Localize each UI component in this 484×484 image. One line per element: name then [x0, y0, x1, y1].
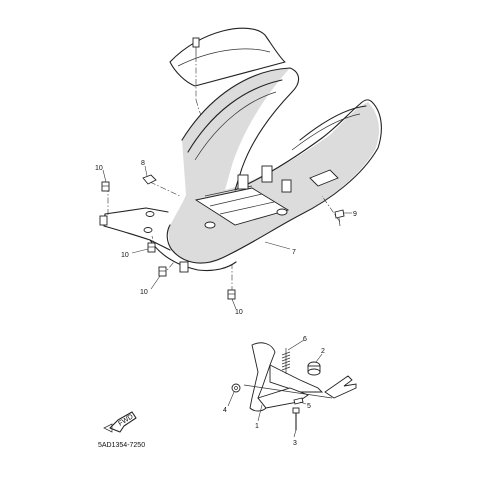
- callout-5: 5: [307, 403, 311, 410]
- stopper-2: [307, 361, 321, 376]
- leg-shield-panel: [143, 67, 382, 264]
- callout-10a: 10: [95, 165, 103, 172]
- shaft-bolt-3: [292, 407, 300, 431]
- callout-4: 4: [223, 407, 227, 414]
- washer-4: [231, 383, 241, 393]
- clip-nut-10d: [227, 289, 236, 300]
- panel-left-flange: [99, 207, 237, 273]
- callout-8: 8: [141, 160, 145, 167]
- diagram-code: 5AD1354-7250: [98, 442, 145, 449]
- callout-10c: 10: [140, 289, 148, 296]
- callout-1: 1: [255, 423, 259, 430]
- callout-2: 2: [321, 348, 325, 355]
- return-spring-6: [281, 348, 291, 374]
- bolt-9: [334, 209, 345, 227]
- callout-10b: 10: [121, 252, 129, 259]
- seat-outline: [169, 27, 286, 87]
- leader-lines: [102, 165, 352, 438]
- callout-7: 7: [292, 249, 296, 256]
- fwd-arrow-icon: FWD: [103, 411, 137, 433]
- clip-nut-10b: [147, 242, 156, 253]
- center-stand-assembly: [243, 342, 357, 412]
- fwd-label: FWD: [117, 413, 134, 427]
- callout-10d: 10: [235, 309, 243, 316]
- top-bolt: [192, 37, 200, 56]
- callout-3: 3: [293, 440, 297, 447]
- callout-6: 6: [303, 336, 307, 343]
- clip-nut-10c: [158, 266, 167, 277]
- clip-nut-10a: [101, 181, 110, 192]
- callout-9: 9: [353, 211, 357, 218]
- nut-8: [142, 174, 157, 185]
